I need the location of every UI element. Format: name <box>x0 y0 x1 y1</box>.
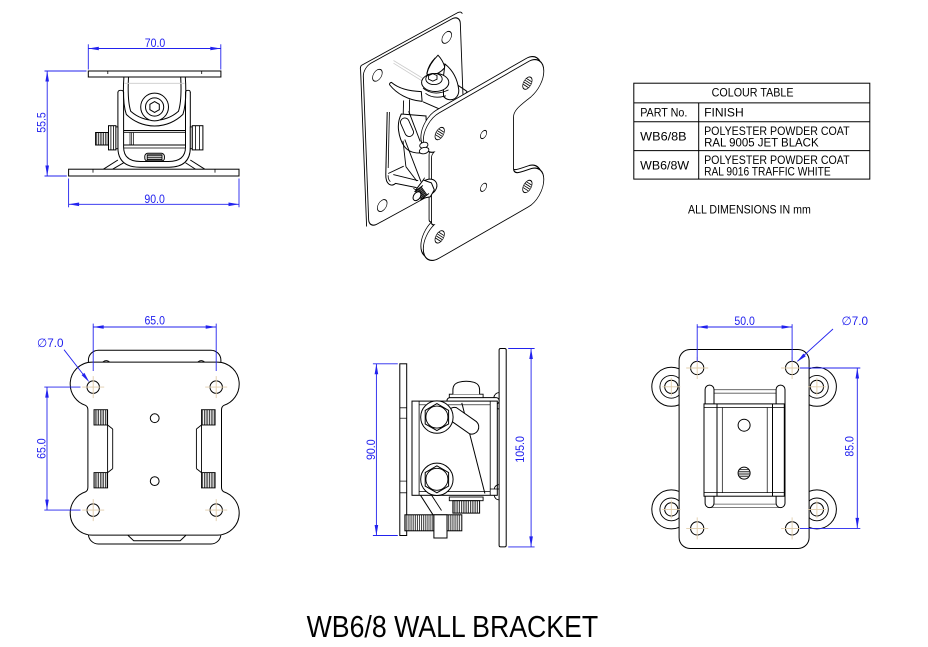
svg-text:∅7.0: ∅7.0 <box>842 314 869 328</box>
svg-text:COLOUR TABLE: COLOUR TABLE <box>712 85 794 99</box>
svg-text:RAL 9016 TRAFFIC WHITE: RAL 9016 TRAFFIC WHITE <box>704 164 831 178</box>
svg-text:65.0: 65.0 <box>144 314 165 328</box>
svg-text:POLYESTER POWDER COAT: POLYESTER POWDER COAT <box>704 124 850 138</box>
svg-text:50.0: 50.0 <box>734 314 755 328</box>
svg-text:90.0: 90.0 <box>364 439 378 460</box>
svg-text:105.0: 105.0 <box>513 436 527 463</box>
svg-text:WB6/8W: WB6/8W <box>640 158 690 172</box>
svg-text:PART No.: PART No. <box>640 105 687 119</box>
svg-text:FINISH: FINISH <box>704 105 744 119</box>
svg-text:ALL DIMENSIONS IN mm: ALL DIMENSIONS IN mm <box>688 202 811 216</box>
svg-text:WB6/8 WALL BRACKET: WB6/8 WALL BRACKET <box>307 609 599 644</box>
svg-text:∅7.0: ∅7.0 <box>37 336 64 350</box>
svg-text:70.0: 70.0 <box>145 36 166 50</box>
svg-text:RAL 9005 JET BLACK: RAL 9005 JET BLACK <box>704 136 819 150</box>
svg-text:55.5: 55.5 <box>34 112 48 133</box>
svg-text:POLYESTER POWDER COAT: POLYESTER POWDER COAT <box>704 153 850 167</box>
svg-text:90.0: 90.0 <box>144 192 165 206</box>
svg-text:65.0: 65.0 <box>34 438 48 459</box>
svg-text:85.0: 85.0 <box>843 436 857 457</box>
svg-text:WB6/8B: WB6/8B <box>640 130 686 144</box>
